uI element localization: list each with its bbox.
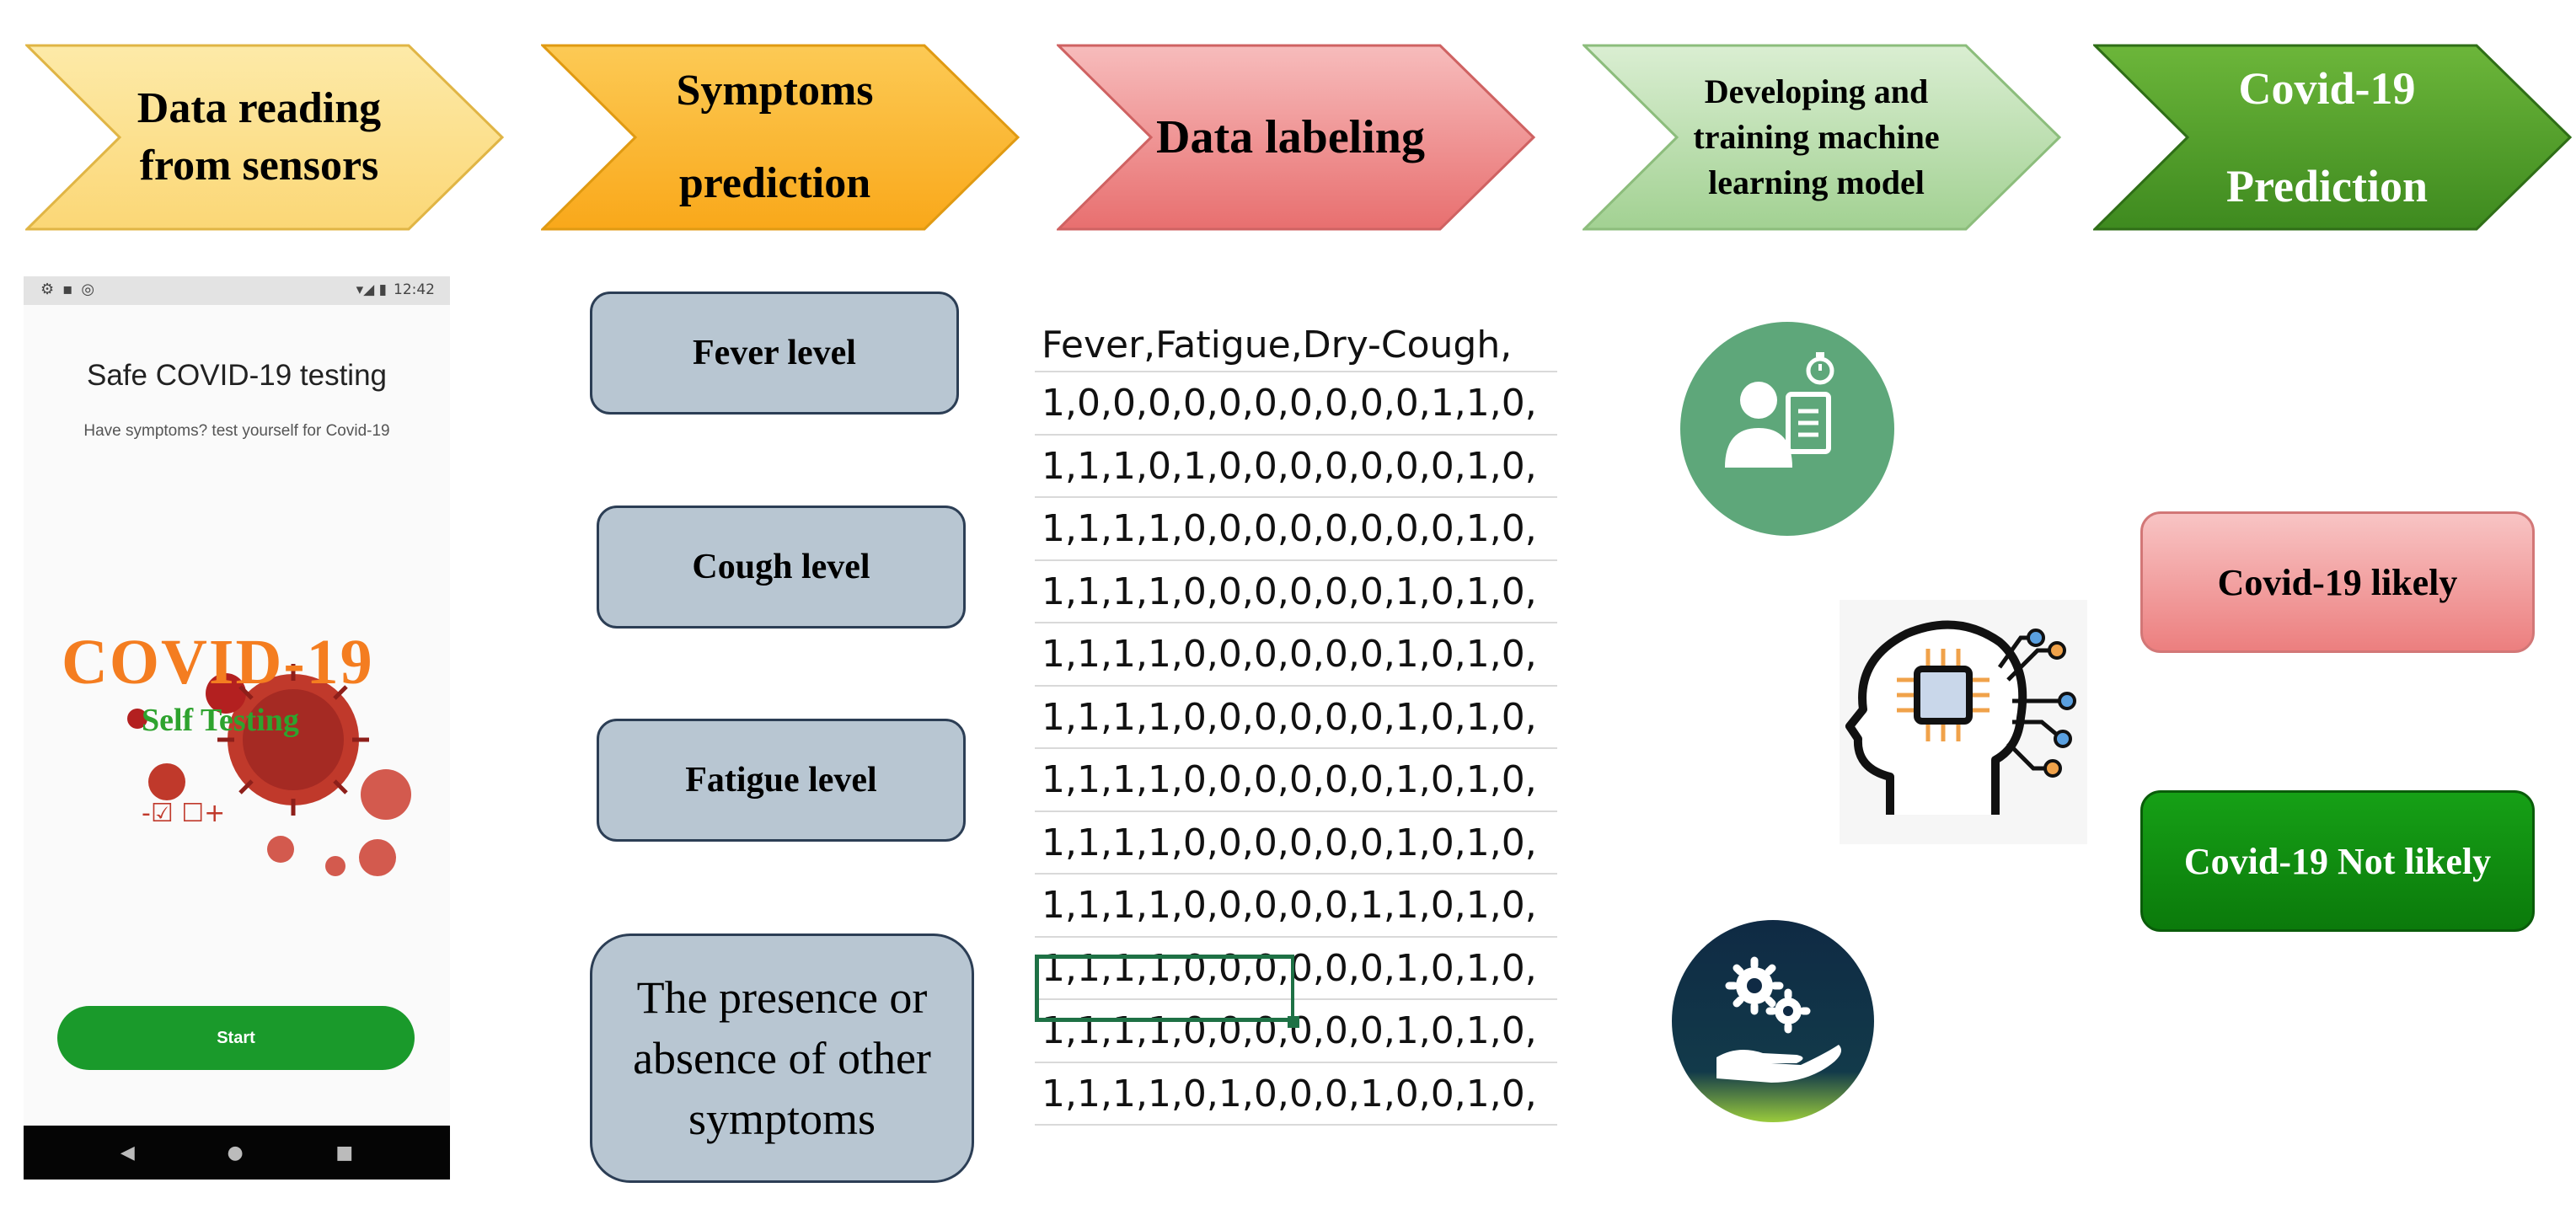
stage-label: Symptoms prediction <box>676 67 874 207</box>
stage-data-labeling: Data labeling <box>1057 44 1537 231</box>
symptom-cough-box: Cough level <box>597 506 966 629</box>
recent-apps-icon[interactable]: ■ <box>335 1142 354 1164</box>
stage-label: Covid-19 Prediction <box>2226 63 2428 211</box>
table-row: 1,1,1,1,0,0,0,0,0,0,1,0,1,0, <box>1035 623 1557 687</box>
symptom-other-box: The presence or absence of other symptom… <box>590 933 974 1183</box>
person-clipboard-icon <box>1680 322 1894 536</box>
stage-model-training: Developing and training machine learning… <box>1583 44 2063 231</box>
table-row: 1,1,1,1,0,0,0,0,0,0,1,0,1,0, <box>1035 938 1557 1000</box>
back-icon[interactable]: ◀ <box>120 1142 135 1164</box>
stage-data-reading: Data reading from sensors <box>25 44 506 231</box>
stage-arrow-shape <box>1057 44 1536 231</box>
table-row: 1,1,1,1,0,0,0,0,0,0,1,0,1,0, <box>1035 749 1557 812</box>
table-row: 1,1,1,1,0,0,0,0,0,0,1,0,1,0, <box>1035 812 1557 875</box>
stage-covid-prediction: Covid-19 Prediction <box>2093 44 2573 231</box>
status-bar: ⚙▪◎ ▾◢ ▮12:42 <box>24 276 450 305</box>
home-icon[interactable]: ● <box>227 1142 244 1164</box>
stage-symptoms-prediction: Symptoms prediction <box>541 44 1021 231</box>
stage-arrow-shape <box>541 44 1020 231</box>
stage-arrow-shape <box>25 44 505 231</box>
phone-subtitle: Have symptoms? test yourself for Covid-1… <box>83 422 390 440</box>
ai-brain-chip-icon <box>1840 600 2087 844</box>
status-icons-right: ▾◢ ▮12:42 <box>356 281 435 298</box>
hand-gears-icon <box>1672 920 1874 1122</box>
table-row: 1,1,1,1,0,0,0,0,0,0,1,0,1,0, <box>1035 561 1557 623</box>
stage-label: Data labeling <box>1156 111 1425 163</box>
table-header: Fever,Fatigue,Dry-Cough, <box>1035 322 1557 372</box>
table-row: 1,1,1,1,0,0,0,0,0,0,0,0,1,0, <box>1035 498 1557 561</box>
table-row: 1,0,0,0,0,0,0,0,0,0,0,1,1,0, <box>1035 372 1557 436</box>
table-row: 1,1,1,1,0,1,0,0,0,1,0,0,1,0, <box>1035 1063 1557 1126</box>
table-row: 1,1,1,1,0,0,0,0,0,1,1,0,1,0, <box>1035 875 1557 938</box>
status-time: 12:42 <box>394 281 435 298</box>
stage-label: Developing and training machine learning… <box>1693 72 1940 201</box>
self-testing-text: Self Testing <box>142 703 299 738</box>
symptom-fatigue-box: Fatigue level <box>597 719 966 842</box>
stage-label: Data reading from sensors <box>137 84 382 190</box>
outcome-covid-likely: Covid-19 likely <box>2140 511 2535 653</box>
phone-title: Safe COVID-19 testing <box>87 359 387 392</box>
status-icons-left: ⚙▪◎ <box>40 281 104 298</box>
table-row: 1,1,1,0,1,0,0,0,0,0,0,0,1,0, <box>1035 436 1557 498</box>
test-checkbox-icons: -☑ ☐+ <box>142 799 226 828</box>
table-row: 1,1,1,1,0,0,0,0,0,0,1,0,1,0, <box>1035 687 1557 749</box>
outcome-covid-not-likely: Covid-19 Not likely <box>2140 790 2535 932</box>
virus-illustration <box>127 664 411 876</box>
covid-logo-text: COVID-19 <box>62 627 374 698</box>
start-button[interactable]: Start <box>57 1006 415 1070</box>
symptom-fever-box: Fever level <box>590 292 959 415</box>
android-nav-bar: ◀ ● ■ <box>24 1126 450 1180</box>
phone-screenshot: ⚙▪◎ ▾◢ ▮12:42 Safe COVID-19 testing Have… <box>24 276 450 1180</box>
fill-handle <box>1288 1016 1299 1028</box>
stage-arrow-shape <box>2093 44 2573 231</box>
selected-cell-outline <box>1035 955 1294 1022</box>
labeled-data-table: Fever,Fatigue,Dry-Cough, 1,0,0,0,0,0,0,0… <box>1035 322 1557 1160</box>
stage-arrow-shape <box>1583 44 2062 231</box>
